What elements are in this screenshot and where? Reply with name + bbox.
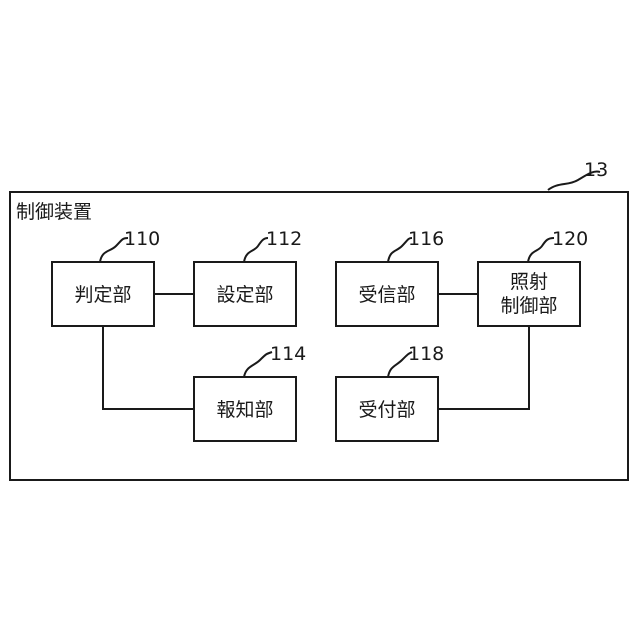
container-label: 制御装置 [16,201,92,223]
ref-116: 116 [408,228,444,250]
leader-114 [244,352,272,377]
block-120-label-line2: 制御部 [500,295,557,317]
block-114-label: 報知部 [216,399,273,421]
block-112-label: 設定部 [216,284,273,306]
conn-120-118 [438,326,529,409]
ref-120: 120 [552,228,588,250]
container-ref: 13 [584,159,608,181]
ref-118: 118 [408,343,444,365]
ref-112: 112 [266,228,302,250]
ref-110: 110 [124,228,160,250]
block-118-label: 受付部 [358,399,415,421]
block-110-label: 判定部 [74,284,131,306]
block-116-label: 受信部 [358,284,415,306]
block-120-label-line1: 照射 [510,271,548,293]
conn-110-114 [103,326,194,409]
leader-120 [528,238,554,262]
leader-112 [244,238,268,262]
ref-114: 114 [270,343,306,365]
